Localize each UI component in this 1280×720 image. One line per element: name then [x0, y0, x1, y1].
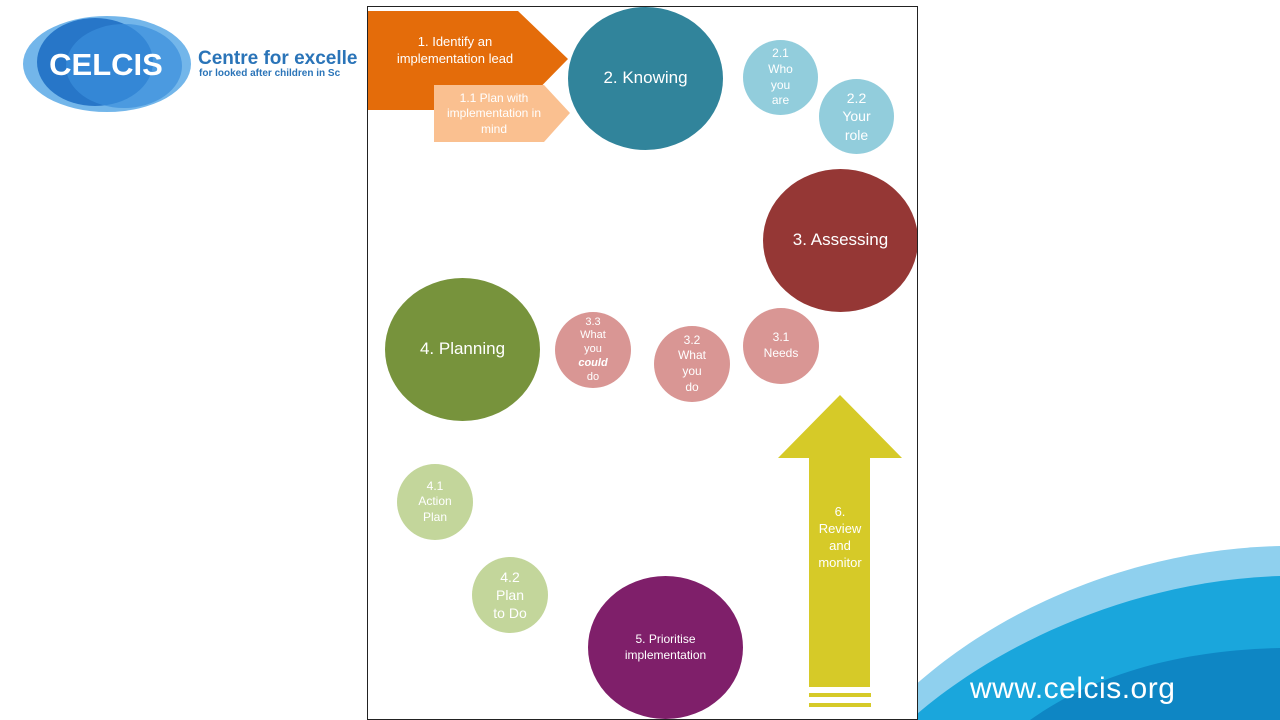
step-6-arrow — [778, 395, 902, 687]
logo-wordmark: CELCIS — [49, 47, 163, 82]
step-2-label: 2. Knowing — [603, 68, 688, 88]
diagram-shapes — [368, 11, 902, 707]
step-2-knowing-circle: 2. Knowing — [568, 7, 723, 150]
step-2-1-circle: 2.1 Who you are — [743, 40, 818, 115]
implementation-diagram: 1. Identify an implementation lead 1.1 P… — [367, 6, 918, 720]
step-4-planning-circle: 4. Planning — [385, 278, 540, 421]
step-4-label: 4. Planning — [419, 339, 506, 359]
step-3-2-circle: 3.2 What you do — [654, 326, 730, 402]
logo-title: Centre for excelle — [198, 48, 358, 69]
step-3-3-circle: 3.3 What you could do — [555, 312, 631, 388]
step-2-2-circle: 2.2 Your role — [819, 79, 894, 154]
step-3-assessing-circle: 3. Assessing — [763, 169, 917, 312]
step-1-1-arrow — [434, 85, 570, 142]
celcis-logo: CELCIS — [23, 16, 191, 112]
logo-subtitle: for looked after children in Sc — [199, 68, 341, 79]
step-4-1-circle: 4.1 Action Plan — [397, 464, 473, 540]
step-5-prioritise-circle: 5. Prioritise implementation — [588, 576, 743, 719]
decorative-waves — [880, 546, 1280, 720]
step-6-label: 6. Review and monitor — [818, 504, 862, 570]
step-6-base-bar — [809, 693, 871, 697]
step-3-label: 3. Assessing — [792, 230, 889, 250]
step-1-1-label: 1.1 Plan with implementation in mind — [446, 90, 542, 136]
step-6-base-bar — [809, 703, 871, 707]
step-3-1-circle: 3.1 Needs — [743, 308, 819, 384]
step-4-2-circle: 4.2 Plan to Do — [472, 557, 548, 633]
step-1-label: 1. Identify an implementation lead — [396, 34, 514, 66]
website-url[interactable]: www.celcis.org — [970, 672, 1176, 705]
